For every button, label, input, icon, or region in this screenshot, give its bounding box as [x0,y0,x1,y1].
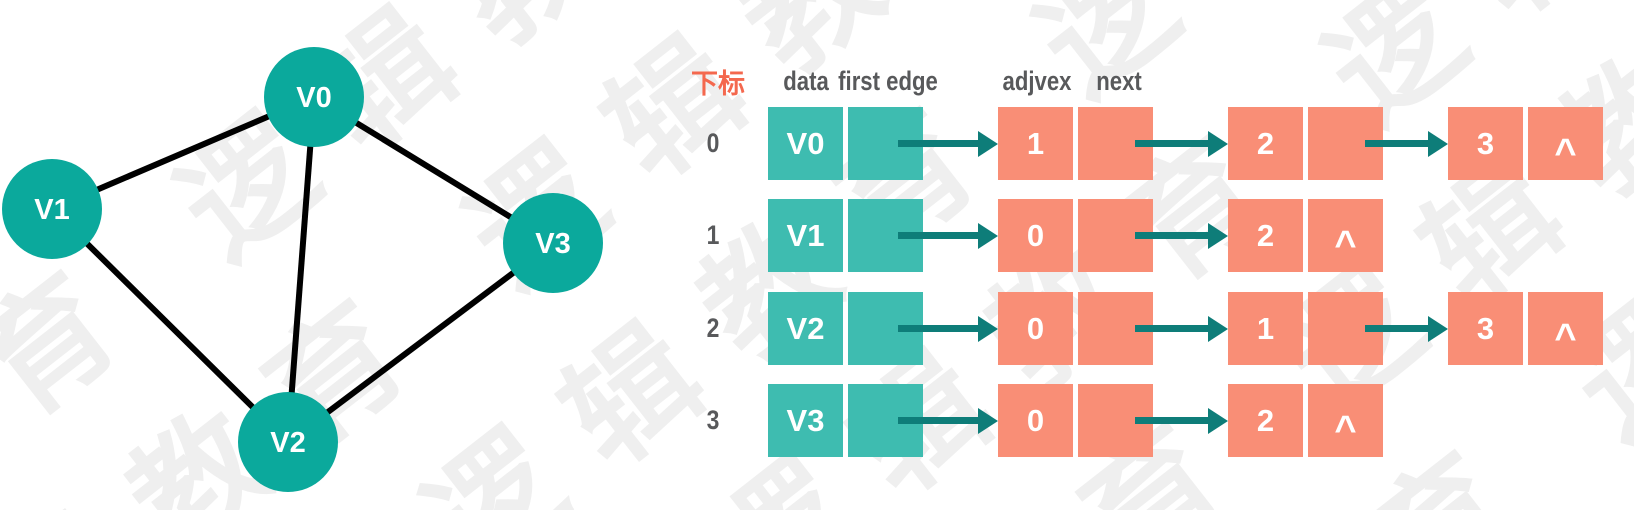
row-1-node1-next-box: ^ [1308,199,1383,272]
row-1-node0-next-arrow [1135,222,1228,249]
row-0-node0-adjvex-box: 1 [998,107,1073,180]
header-next: next [1096,66,1142,96]
row-0-firstedge-arrow [898,130,998,157]
row-2-node1-adjvex-box: 1 [1228,292,1303,365]
graph-node-label-v2: V2 [270,427,305,459]
graph-node-label-v1: V1 [34,194,69,226]
graph-node-v0 [264,47,364,147]
row-3-node0-adjvex-box: 0 [998,384,1073,457]
row-2-node0-adjvex-box: 0 [998,292,1073,365]
graph-edge-v2-v3 [286,240,555,445]
row-2-firstedge-arrow [898,315,998,342]
graph-node-v2 [238,392,338,492]
graph-node-label-v0: V0 [296,82,331,114]
graph-node-v1 [2,159,102,259]
row-1-firstedge-arrow [898,222,998,249]
row-2-node2-adjvex-box: 3 [1448,292,1523,365]
row-2-index: 2 [706,312,720,343]
row-0-node2-next-box: ^ [1528,107,1603,180]
row-2-node0-next-arrow [1135,315,1228,342]
graph-node-v3 [503,193,603,293]
row-1-data-box: V1 [768,199,843,272]
row-2-node1-next-arrow [1365,315,1448,342]
row-1-node0-adjvex-box: 0 [998,199,1073,272]
row-0-node1-adjvex-box: 2 [1228,107,1303,180]
header-first-edge: first edge [838,66,938,96]
row-0-node2-adjvex-box: 3 [1448,107,1523,180]
row-3-node1-adjvex-box: 2 [1228,384,1303,457]
header-data: data [783,66,829,96]
row-3-data-box: V3 [768,384,843,457]
row-3-firstedge-arrow [898,407,998,434]
graph-node-label-v3: V3 [535,228,570,260]
row-1-node1-adjvex-box: 2 [1228,199,1303,272]
row-0-index: 0 [706,127,720,158]
row-0-node1-next-arrow [1365,130,1448,157]
graph-edge-v1-v2 [49,206,291,445]
row-3-node0-next-arrow [1135,407,1228,434]
row-2-data-box: V2 [768,292,843,365]
row-3-index: 3 [706,404,720,435]
row-0-data-box: V0 [768,107,843,180]
row-0-node0-next-arrow [1135,130,1228,157]
row-2-node2-next-box: ^ [1528,292,1603,365]
header-index: 下标 [691,69,745,99]
row-3-node1-next-box: ^ [1308,384,1383,457]
graph-edge-v0-v2 [285,96,317,443]
row-1-index: 1 [706,219,720,250]
header-adjvex: adjvex [1002,66,1072,96]
